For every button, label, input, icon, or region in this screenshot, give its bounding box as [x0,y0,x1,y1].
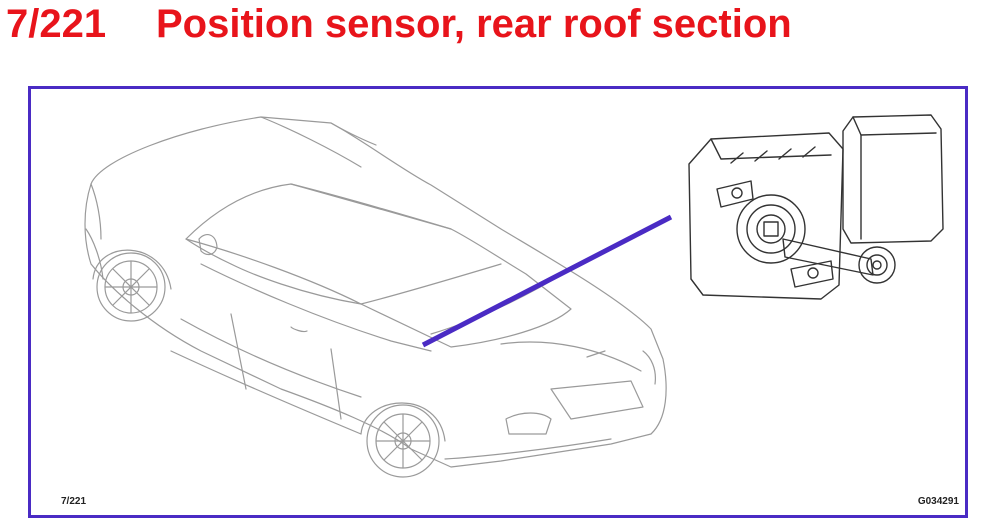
diagram-canvas [84,114,944,478]
convertible-car-illustration [84,116,667,478]
figure-number: 7/221 [6,2,107,46]
page-title: 7/221 Position sensor, rear roof section [6,2,792,46]
diagram-frame: 7/221 G034291 [28,86,968,518]
figure-reference: 7/221 [61,496,87,507]
leader-line [421,214,673,348]
title-text: Position sensor, rear roof section [156,2,792,46]
position-sensor-illustration [688,114,944,300]
image-id: G034291 [917,496,959,507]
